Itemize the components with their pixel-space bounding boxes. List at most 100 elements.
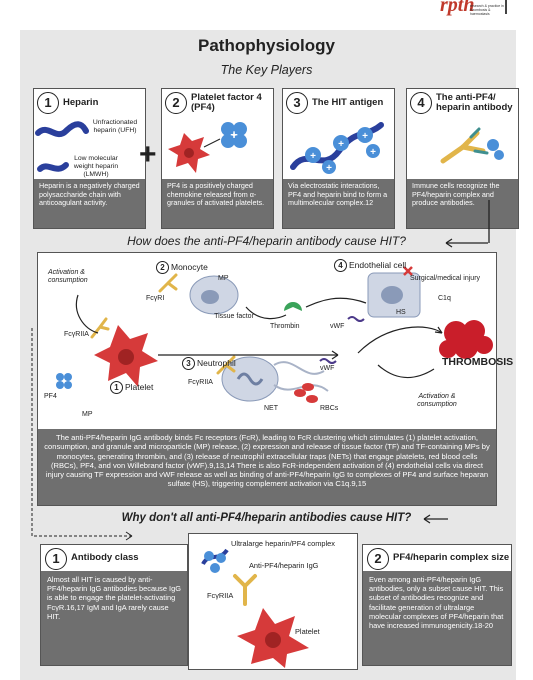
- fcgriia-label: FcγRIIA: [64, 331, 89, 338]
- hs-label: HS: [396, 309, 406, 316]
- step-number: 4: [410, 92, 432, 114]
- mp-label: MP: [218, 275, 229, 282]
- svg-text:+: +: [310, 151, 316, 162]
- svg-text:+: +: [370, 147, 376, 158]
- step-number: 1: [37, 92, 59, 114]
- heparin-illustration: Unfractionated heparin (UFH) Low molecul…: [34, 117, 145, 181]
- logo-divider: [505, 0, 507, 14]
- activation-consumption-right-label: Activation & consumption: [417, 393, 457, 408]
- vwf-label: vWF: [330, 323, 345, 330]
- complex-label: Ultralarge heparin/PF4 complex: [231, 539, 335, 548]
- question-how: How does the anti-PF4/heparin antibody c…: [127, 234, 406, 248]
- lmwh-label: Low molecular weight heparin (LMWH): [73, 155, 119, 178]
- arrow-left-icon: [445, 238, 488, 248]
- pf4-illustration: +: [162, 117, 273, 181]
- key-player-header: 3 The HIT antigen: [283, 89, 394, 117]
- fcgriia-neutrophil-label: FcγRIIA: [188, 379, 213, 386]
- key-player-title: The anti-PF4/ heparin antibody: [436, 92, 513, 113]
- antibody-illustration: [407, 117, 518, 181]
- step-number: 1: [45, 548, 67, 570]
- injury-x-icon: [403, 266, 413, 276]
- c1q-label: C1q: [438, 295, 451, 302]
- vwf-mid-label: vWF: [320, 365, 335, 372]
- rpth-logo: rpth research & practice in thrombosis &…: [440, 0, 506, 20]
- antibody-class-box: 1 Antibody class Almost all HIT is cause…: [40, 544, 188, 666]
- key-player-pf4: 2 Platelet factor 4 (PF4) + PF4 is a pos…: [161, 88, 274, 229]
- platelet-icon: [94, 325, 158, 387]
- key-player-title: Platelet factor 4 (PF4): [191, 92, 262, 113]
- pf4-tetramer-icon: +: [221, 122, 247, 148]
- platelet-icon: [168, 133, 210, 173]
- logo-mark: rpth: [440, 0, 475, 16]
- key-player-description: Heparin is a negatively charged polysacc…: [34, 179, 145, 228]
- key-player-description: Immune cells recognize the PF4/heparin c…: [407, 179, 518, 228]
- activation-consumption-label: Activation & consumption: [48, 269, 88, 284]
- box-title: Antibody class: [71, 552, 139, 563]
- key-player-description: Via electrostatic interactions, PF4 and …: [283, 179, 394, 228]
- key-player-description: PF4 is a positively charged chemokine re…: [162, 179, 273, 228]
- key-player-heparin: 1 Heparin Unfractionated heparin (UFH) L…: [33, 88, 146, 229]
- endothelial-cell-icon: [367, 272, 421, 318]
- svg-text:+: +: [230, 127, 238, 142]
- step-number: 2: [156, 261, 169, 274]
- arrow-left-icon: [423, 514, 448, 524]
- page-subtitle: The Key Players: [220, 63, 313, 77]
- box-description: Even among anti-PF4/heparin IgG antibodi…: [363, 571, 511, 665]
- pf4-heparin-igg-icon: [56, 273, 236, 389]
- mp-bottom-label: MP: [82, 411, 93, 418]
- complex-illustration-box: Ultralarge heparin/PF4 complex Anti-PF4/…: [188, 533, 358, 670]
- fcgri-label: FcγRI: [146, 295, 165, 302]
- step-number: 4: [334, 259, 347, 272]
- fcgriia-label: FcγRIIA: [207, 591, 234, 600]
- thrombin-icon: [284, 302, 302, 311]
- key-player-header: 4 The anti-PF4/ heparin antibody: [407, 89, 518, 117]
- logo-tagline: research & practice in thrombosis & haem…: [470, 4, 504, 16]
- ufh-label: Unfractionated heparin (UFH): [92, 119, 138, 134]
- platelet-label: Platelet: [295, 627, 320, 636]
- key-player-hit-antigen: 3 The HIT antigen +++++ Via electrostati…: [282, 88, 395, 229]
- thrombin-label: Thrombin: [270, 323, 300, 330]
- heparin-pf4-complex-icon: +++++: [290, 122, 384, 174]
- hit-antigen-illustration: +++++: [283, 117, 394, 181]
- mechanism-description: The anti-PF4/heparin IgG antibody binds …: [38, 429, 496, 505]
- step-number: 2: [367, 548, 389, 570]
- flow-arrows: [75, 294, 443, 378]
- neutrophil-icon: [221, 356, 329, 402]
- question-why: Why don't all anti-PF4/heparin antibodie…: [121, 512, 412, 524]
- plus-icon: +: [139, 138, 157, 171]
- svg-text:+: +: [326, 163, 332, 174]
- box-description: Almost all HIT is caused by anti-PF4/hep…: [41, 571, 187, 665]
- box-header: 1 Antibody class: [41, 545, 187, 571]
- mechanism-illustration: [56, 266, 493, 403]
- thrombosis-icon: [439, 320, 493, 359]
- rbc-icon: [294, 383, 318, 403]
- step-number: 3: [182, 357, 195, 370]
- key-player-antibody: 4 The anti-PF4/ heparin antibody Immune …: [406, 88, 519, 229]
- tissue-factor-label: Tissue factor: [214, 313, 254, 320]
- igg-antibody-icon: [440, 127, 504, 164]
- surgical-injury-label: Surgical/medical injury: [410, 275, 481, 282]
- key-player-title: The HIT antigen: [312, 97, 384, 108]
- igg-antibody-icon: [233, 574, 257, 606]
- svg-text:+: +: [338, 139, 344, 150]
- key-player-header: 2 Platelet factor 4 (PF4): [162, 89, 273, 117]
- igg-label: Anti-PF4/heparin IgG: [249, 561, 319, 570]
- connector-line: [488, 200, 490, 243]
- heparin-chain-icon: [35, 121, 89, 172]
- vwf-icon: [319, 316, 365, 364]
- step-number: 3: [286, 92, 308, 114]
- step-number: 1: [110, 381, 123, 394]
- monocyte-icon: [189, 275, 239, 315]
- dashed-connector: [31, 328, 133, 541]
- step-number: 2: [165, 92, 187, 114]
- box-header: 2 PF4/heparin complex size: [363, 545, 511, 571]
- svg-text:+: +: [362, 131, 368, 142]
- complex-illustration: [201, 548, 309, 668]
- key-player-title: Heparin: [63, 97, 99, 108]
- ultralarge-complex-icon: [201, 548, 229, 573]
